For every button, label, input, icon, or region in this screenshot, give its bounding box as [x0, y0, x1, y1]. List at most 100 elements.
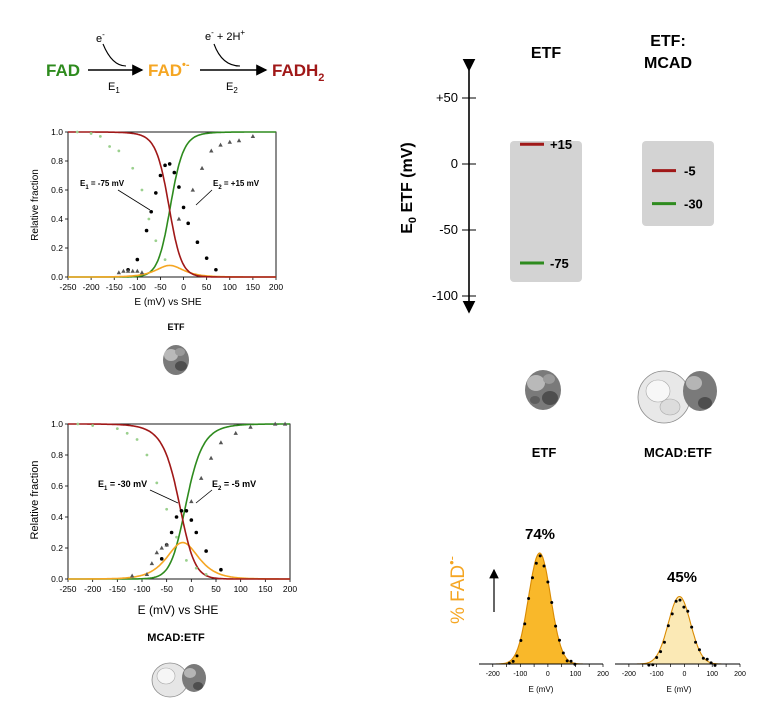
mcad-oxidized-point — [91, 424, 95, 427]
etf-semiquinone-point — [172, 170, 177, 175]
potential-levels: +15-75-5-30 — [520, 137, 703, 271]
mcad-oxidized-point — [145, 453, 149, 457]
right-label-etf: ETF — [532, 445, 557, 460]
mcad-reduced-point — [164, 542, 169, 547]
etf-oxidized-point — [163, 258, 167, 261]
mcad-semiquinone-point — [179, 509, 184, 513]
mcad-etf-structure-image-right — [637, 370, 717, 424]
mcad-oxidized-point — [76, 422, 80, 426]
etf-reduced-point — [236, 138, 242, 143]
mcad-xtick-label: 200 — [283, 584, 297, 594]
scheme-fadh2: FADH2 — [272, 61, 324, 84]
mcad-oxidized-point — [155, 481, 159, 485]
mcad-semiquinone-point — [219, 567, 223, 572]
mcad-ytick-label: 1.0 — [51, 419, 63, 429]
mcad-semiquinone-point — [184, 509, 189, 513]
scheme-arrow1-e1: E1 — [108, 81, 120, 95]
etf-dist-tick-label: -100 — [513, 671, 527, 678]
potential-ticks: +500-50-100 — [432, 90, 476, 303]
mcad-protein-label: MCAD:ETF — [147, 632, 205, 644]
scheme-arrow2-electron: e- + 2H+ — [205, 28, 245, 43]
etf-reduced-point — [199, 165, 205, 170]
mcad-xtick-label: 150 — [258, 584, 272, 594]
etf-dist-area — [479, 553, 603, 664]
etf-semiquinone-point — [177, 185, 181, 189]
etf-sq-percent: 74% — [525, 526, 555, 543]
etf-dist-point — [542, 564, 546, 568]
etf-semiquinone-point — [158, 173, 163, 178]
etf-ytick-label: 0.6 — [51, 185, 63, 195]
mcad-xtick-label: -100 — [133, 584, 150, 594]
potential-col-etf: ETF — [531, 45, 561, 62]
scheme-fad-sq-sup: •- — [182, 59, 190, 71]
mcad-reduced-point — [273, 421, 278, 426]
etf-xtick-label: 150 — [246, 282, 260, 292]
etf-dist-point — [507, 661, 511, 665]
mcad-dist-point — [682, 605, 686, 609]
mcad-xtick-label: -250 — [59, 584, 76, 594]
etf-semiquinone-point — [144, 228, 149, 233]
mcad-dist-point — [686, 609, 690, 613]
mcad-ytick-label: 0.2 — [51, 543, 63, 553]
potential-tick-label: 0 — [451, 156, 458, 171]
scheme-curve-1 — [102, 43, 127, 67]
mcad-xtick-label: 0 — [189, 584, 194, 594]
etf-semiquinone-point — [204, 256, 209, 260]
mcad-oxidized-point — [125, 431, 129, 435]
etf-semiquinone-point — [186, 221, 190, 226]
etf-dist-point — [557, 638, 561, 642]
mcad-chart-xlabel: E (mV) vs SHE — [138, 603, 219, 617]
etf-semiquinone-point — [163, 163, 167, 168]
etf-dist-point — [561, 651, 565, 655]
etf-dist-tick-label: 100 — [570, 671, 582, 678]
etf-xtick-label: 50 — [202, 282, 212, 292]
mcad-ytick-label: 0.6 — [51, 481, 63, 491]
etf-oxidized-point — [140, 188, 144, 192]
etf-oxidized-point — [75, 130, 79, 134]
fad-sq-axis-label: % FAD•- — [444, 556, 469, 624]
mcad-dist-point — [670, 612, 674, 616]
mcad-semiquinone-point — [169, 530, 174, 535]
mcad-oxidized-point — [135, 438, 139, 441]
mcad-semiquinone-point — [174, 515, 179, 519]
mcad-dist-point — [651, 663, 655, 667]
etf-structure-image-left — [163, 345, 189, 375]
etf-reduced-point — [218, 142, 223, 147]
mcad-reduced-curve — [68, 423, 290, 580]
etf-semiquinone-point — [214, 267, 218, 272]
etf-dist-tick-label: 200 — [597, 671, 609, 678]
etf-dist-point — [565, 659, 569, 663]
mcad-dist-point — [655, 656, 659, 660]
mcad-annotation-e1: E1 = -30 mV — [98, 479, 147, 492]
etf-reduced-point — [250, 133, 256, 138]
potential-col-mcad-line2: MCAD — [644, 55, 692, 72]
etf-oxidized-point — [117, 149, 121, 153]
etf-dist-point — [530, 576, 534, 580]
etf-oxidized-point — [108, 145, 111, 148]
mcad-plot-frame — [67, 423, 291, 580]
etf-ytick-label: 1.0 — [51, 127, 63, 137]
mcad-xtick-label: -200 — [84, 584, 101, 594]
etf-dist-point — [546, 580, 550, 584]
etf-chart-ylabel: Relative fraction — [30, 169, 41, 241]
mcad-ytick-label: 0.0 — [51, 574, 63, 584]
etf-oxidized-point — [89, 132, 93, 135]
mcad-reduced-point — [149, 561, 155, 566]
etf-reduced-point — [116, 270, 122, 275]
mcad-reduced-point — [154, 550, 159, 555]
scheme-fad-semiquinone: FAD•- — [148, 59, 190, 80]
mcad-reduced-point — [159, 545, 164, 550]
etf-dist-xlabel: E (mV) — [529, 685, 554, 694]
mcad-dist-tick-label: 200 — [734, 671, 746, 678]
mcad-potential-box — [642, 141, 714, 226]
etf-oxidized-point — [154, 239, 158, 243]
etf-dist-point — [527, 596, 531, 600]
mcad-dist-point — [674, 599, 678, 603]
etf-oxidized-point — [147, 217, 151, 221]
etf-ytick-label: 0.2 — [51, 243, 63, 253]
potential-tick-label: +50 — [436, 90, 458, 105]
